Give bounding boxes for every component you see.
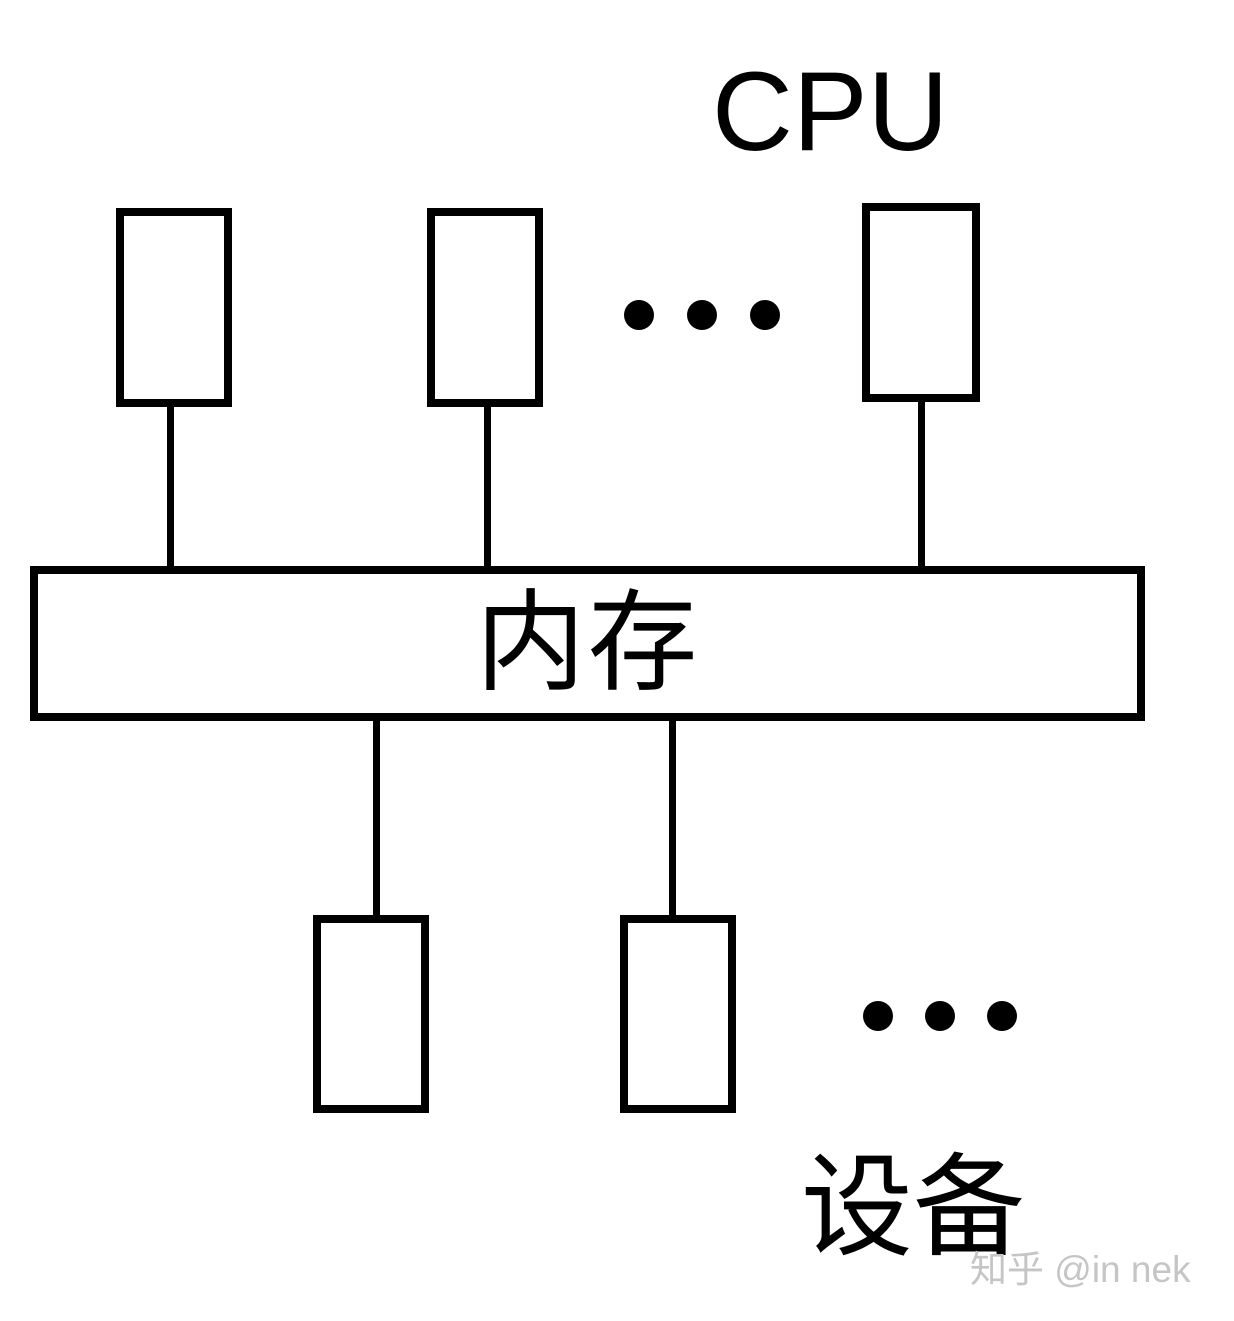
cpu-box-1 bbox=[116, 208, 232, 407]
devices-row-label: 设备 bbox=[801, 1145, 1025, 1270]
dot-icon bbox=[750, 300, 780, 330]
device-ellipsis-icon bbox=[863, 1001, 1017, 1031]
dot-icon bbox=[987, 1001, 1017, 1031]
connector-cpu1-memory bbox=[167, 403, 174, 570]
device-box-2 bbox=[620, 915, 736, 1113]
watermark-text: 知乎 @in nek bbox=[970, 1249, 1191, 1290]
connector-cpu3-memory bbox=[918, 398, 925, 570]
dot-icon bbox=[925, 1001, 955, 1031]
cpu-box-3 bbox=[862, 203, 980, 402]
connector-cpu2-memory bbox=[484, 403, 491, 570]
cpu-ellipsis-icon bbox=[624, 300, 780, 330]
cpu-box-2 bbox=[427, 208, 543, 407]
memory-bus: 内存 bbox=[30, 566, 1145, 721]
device-box-1 bbox=[313, 915, 429, 1113]
dot-icon bbox=[687, 300, 717, 330]
dot-icon bbox=[863, 1001, 893, 1031]
connector-memory-device1 bbox=[373, 717, 380, 919]
connector-memory-device2 bbox=[669, 717, 676, 919]
dot-icon bbox=[624, 300, 654, 330]
cpu-row-label: CPU bbox=[712, 49, 949, 174]
memory-label: 内存 bbox=[475, 581, 700, 705]
